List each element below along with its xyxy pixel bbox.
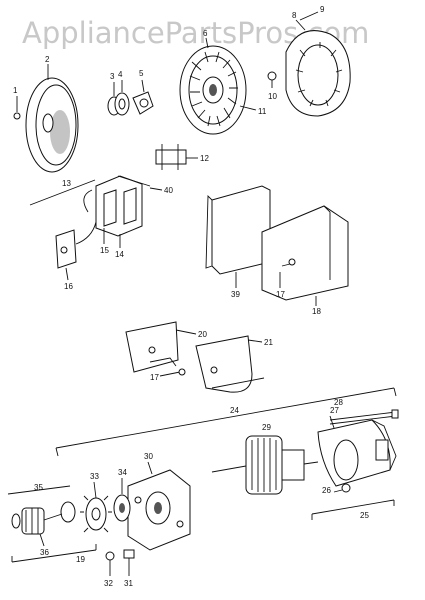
label-9: 9 xyxy=(320,5,325,14)
part-drive-35 xyxy=(7,485,76,547)
part-housing-9 xyxy=(285,11,351,117)
part-bracket-12 xyxy=(155,144,198,170)
label-24: 24 xyxy=(230,406,239,415)
label-15: 15 xyxy=(100,246,109,255)
label-34: 34 xyxy=(118,468,127,477)
label-30: 30 xyxy=(144,452,153,461)
label-33: 33 xyxy=(90,472,99,481)
part-shield-18 xyxy=(261,205,349,306)
label-31: 31 xyxy=(124,579,133,588)
part-gear-33 xyxy=(80,481,112,533)
label-16: 16 xyxy=(64,282,73,291)
label-17a: 17 xyxy=(276,290,285,299)
assembly-line-24 xyxy=(55,387,397,457)
label-10: 10 xyxy=(268,92,277,101)
label-25: 25 xyxy=(360,511,369,520)
part-pulley-2 xyxy=(25,64,79,173)
part-washers-3-4 xyxy=(107,80,130,116)
part-gear-34 xyxy=(113,478,131,522)
label-11: 11 xyxy=(258,107,267,116)
label-32: 32 xyxy=(104,579,113,588)
label-27: 27 xyxy=(330,406,339,415)
label-2: 2 xyxy=(45,55,50,64)
assembly-line-19 xyxy=(11,544,97,563)
label-5: 5 xyxy=(139,69,144,78)
label-17b: 17 xyxy=(150,373,159,382)
label-21: 21 xyxy=(264,338,273,347)
label-1: 1 xyxy=(13,86,18,95)
label-3: 3 xyxy=(110,72,115,81)
label-36: 36 xyxy=(40,548,49,557)
part-end-bell-30 xyxy=(127,461,191,551)
part-screw-1 xyxy=(13,96,21,120)
label-39: 39 xyxy=(231,290,240,299)
label-8: 8 xyxy=(292,11,297,20)
label-12: 12 xyxy=(200,154,209,163)
label-6: 6 xyxy=(203,29,208,38)
label-29: 29 xyxy=(262,423,271,432)
part-labels: 1 2 3 4 5 6 8 9 10 11 12 13 14 15 16 17 … xyxy=(13,5,369,588)
part-bolt-10 xyxy=(267,71,277,88)
part-shield-39 xyxy=(205,185,271,288)
part-cover-20 xyxy=(125,321,197,373)
label-35: 35 xyxy=(34,483,43,492)
label-19: 19 xyxy=(76,555,85,564)
part-brush-assembly-13 xyxy=(29,175,163,281)
label-14: 14 xyxy=(115,250,124,259)
label-18: 18 xyxy=(312,307,321,316)
label-40: 40 xyxy=(164,186,173,195)
label-13: 13 xyxy=(62,179,71,188)
part-rod-28 xyxy=(329,409,399,425)
part-clip-5 xyxy=(132,79,154,115)
part-fan-11 xyxy=(179,37,257,135)
part-screw-17 xyxy=(159,368,186,377)
part-cover-21 xyxy=(195,335,265,393)
part-nut-31 xyxy=(123,549,135,576)
part-stator-27 xyxy=(317,415,397,487)
label-20: 20 xyxy=(198,330,207,339)
part-screw-32 xyxy=(105,551,115,576)
label-4: 4 xyxy=(118,70,123,79)
part-armature-29 xyxy=(211,435,319,495)
part-brush-holder-26 xyxy=(311,483,395,520)
label-26: 26 xyxy=(322,486,331,495)
label-28: 28 xyxy=(334,398,343,407)
